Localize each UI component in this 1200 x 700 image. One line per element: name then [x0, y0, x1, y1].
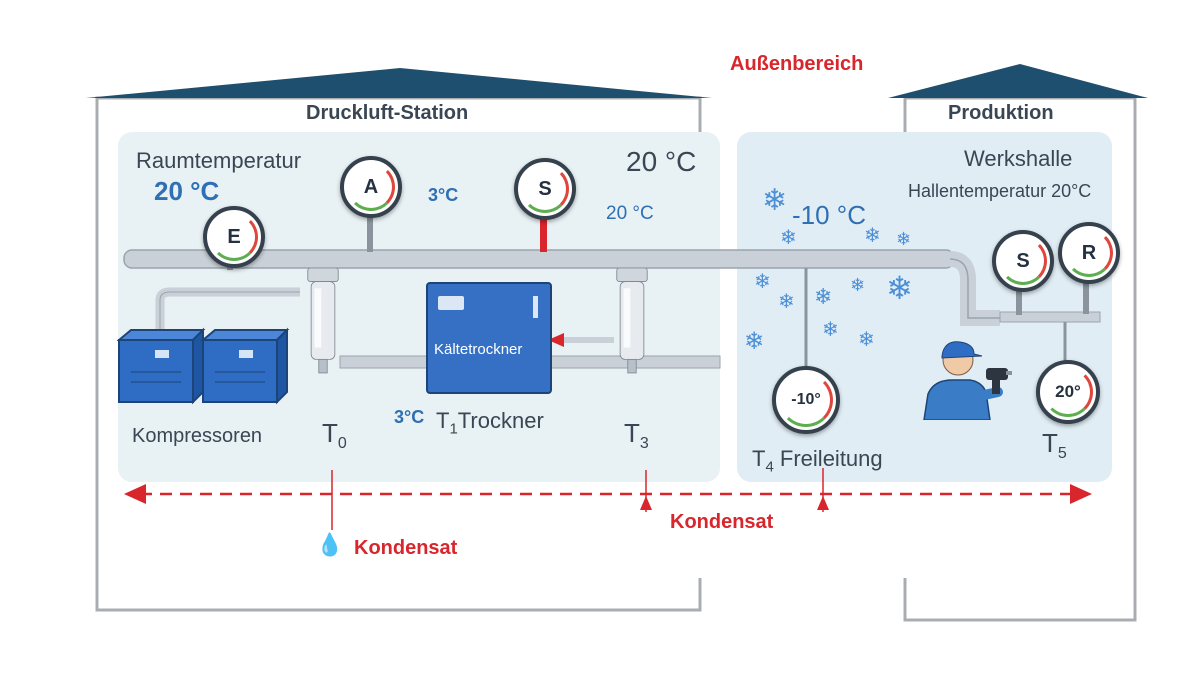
filter-t3: [616, 268, 648, 374]
pipe-bend-outline: [949, 258, 1000, 319]
compressor-2: [200, 327, 290, 405]
compressors-illustration: [117, 327, 290, 405]
room-temperature-label: Raumtemperatur: [136, 148, 302, 173]
room-temperature-value: 20 °C: [154, 176, 220, 206]
hall-pipe: [999, 311, 1101, 323]
bottom-band: [112, 482, 1122, 578]
t1-label: T1Trockner: [436, 408, 544, 438]
worker-with-drill-illustration: [923, 341, 1012, 420]
filter-t0: [307, 268, 339, 374]
gauge-s-hall: S: [992, 230, 1054, 292]
snowflake-icon: ❄: [886, 270, 913, 306]
t4-letter: T: [752, 446, 766, 471]
compressors-label: Kompressoren: [132, 425, 263, 447]
water-drop-icon: 💧: [316, 532, 344, 557]
marker-t3: [640, 496, 652, 510]
t1-text: Trockner: [457, 408, 544, 433]
t5-letter: T: [1042, 428, 1058, 458]
stem-s-hall: [1016, 285, 1022, 315]
snowflake-icon: ❄: [864, 225, 881, 247]
snowflake-icon: ❄: [896, 229, 912, 249]
production-roof: [888, 64, 1148, 98]
t1-letter: T: [436, 408, 450, 433]
dryer-handle: [533, 296, 538, 318]
outdoor-area-label: Außenbereich: [730, 53, 864, 75]
marker-t4: [817, 496, 829, 510]
stem-s: [540, 212, 547, 252]
t5-subscript: 5: [1057, 445, 1067, 463]
t0-letter: T: [322, 418, 338, 448]
gauge-a-letter: A: [363, 175, 379, 198]
t1-subscript: 1: [449, 420, 458, 438]
dryer-inlet-pipe: [564, 337, 614, 343]
outdoor-thermometer-dial: -10°: [772, 366, 840, 434]
refrigerant-dryer: Kältetrockner: [426, 282, 552, 394]
snowflake-icon: ❄: [778, 291, 795, 313]
dryer-label: Kältetrockner: [434, 341, 523, 358]
condensate-label-left: Kondensat: [354, 537, 458, 559]
workshop-label: Werkshalle: [964, 146, 1073, 171]
station-title: Druckluft-Station: [306, 102, 469, 124]
production-title: Produktion: [948, 102, 1054, 124]
t4-text: Freileitung: [779, 446, 883, 471]
snowflake-icon: ❄: [858, 329, 875, 351]
dryer-outlet-temperature: 3°C: [394, 407, 425, 427]
station-temperature: 20 °C: [626, 146, 697, 177]
hall-dial-value: 20°: [1055, 382, 1081, 401]
outdoor-dial-value: -10°: [791, 391, 821, 408]
t4-subscript: 4: [765, 458, 774, 476]
snowflake-icon: ❄: [780, 227, 797, 249]
snowflake-icon: ❄: [822, 319, 839, 341]
t0-label: T0: [322, 420, 347, 452]
gauge-e: E: [203, 206, 265, 268]
snowflake-icon: ❄: [850, 275, 866, 295]
gauge-s-hall-letter: S: [1016, 249, 1030, 272]
gauge-s-letter: S: [538, 177, 552, 200]
t3-subscript: 3: [639, 435, 649, 453]
t5-label: T5: [1042, 430, 1067, 462]
compressor-pipe-outline: [159, 291, 300, 345]
pipe-temperature: 20 °C: [606, 203, 654, 224]
arrow-left: [124, 484, 146, 504]
t0-subscript: 0: [337, 435, 347, 453]
dryer-display: [438, 296, 464, 310]
snowflake-icon: ❄: [762, 184, 788, 217]
condensate-label-right: Kondensat: [670, 511, 774, 533]
gauge-r: R: [1058, 222, 1120, 284]
hall-temperature-label: Hallentemperatur 20°C: [908, 181, 1092, 201]
hall-thermometer-dial: 20°: [1036, 360, 1100, 424]
t3-letter: T: [624, 418, 640, 448]
gauge-a: A: [340, 156, 402, 218]
dryer-inlet-arrow: [548, 333, 564, 347]
compressor-1: [117, 327, 206, 405]
stem-a: [367, 210, 373, 252]
gauge-r-letter: R: [1081, 241, 1097, 264]
outdoor-temperature: -10 °C: [792, 200, 866, 230]
stem-r: [1083, 280, 1089, 314]
station-roof: [86, 68, 712, 98]
t3-label: T3: [624, 420, 649, 452]
arrow-right: [1070, 484, 1092, 504]
gauge-e-letter: E: [227, 225, 241, 248]
gauge-s-station: S: [514, 158, 576, 220]
snowflake-icon: ❄: [754, 271, 771, 293]
t4-label: T4 Freileitung: [752, 446, 883, 476]
snowflake-icon: ❄: [744, 328, 765, 355]
dryer-inlet-temperature: 3°C: [428, 185, 459, 205]
snowflake-icon: ❄: [814, 284, 833, 309]
